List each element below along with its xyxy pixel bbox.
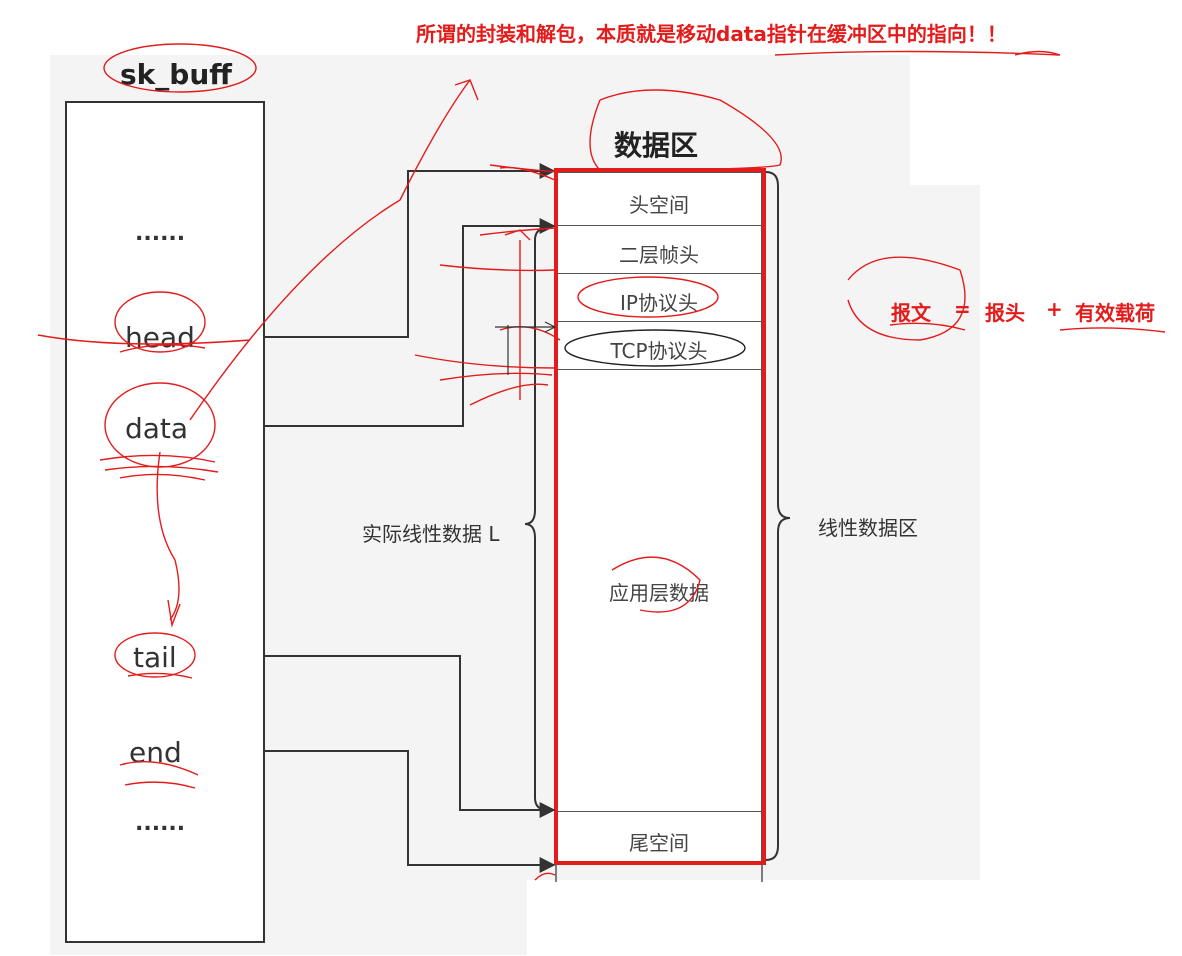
- tail-pointer-arrow: [264, 655, 556, 818]
- formula-plus: +: [1046, 297, 1063, 321]
- formula-packet: 报文: [891, 301, 931, 325]
- formula-payload: 有效载荷: [1075, 301, 1155, 325]
- annotation-note: 所谓的封装和解包，本质就是移动data指针在缓冲区中的指向！！: [416, 22, 1007, 46]
- sk-buff-field-data: data: [125, 412, 189, 445]
- sk-buff-field-ellipsis-top: ......: [135, 221, 186, 246]
- head-pointer-arrow: [264, 163, 556, 338]
- segment-app-data: 应用层数据: [557, 369, 761, 812]
- sk-buff-title: sk_buff: [120, 58, 232, 91]
- handwritten-marks: [37, 43, 1166, 881]
- segment-ip-header: IP协议头: [557, 273, 761, 322]
- bottom-whitespace: [527, 880, 982, 956]
- sk-buff-struct: ...... head data tail end ......: [65, 101, 265, 943]
- data-pointer-arrow: [264, 218, 556, 427]
- segment-tcp-header: TCP协议头: [557, 321, 761, 370]
- handwritten-marks-black: [495, 321, 557, 375]
- formula-header: 报头: [985, 301, 1025, 325]
- segment-l2-header: 二层帧头: [557, 225, 761, 274]
- linear-data-area-label: 线性数据区: [818, 516, 918, 540]
- actual-linear-data-label: 实际线性数据 L: [362, 522, 500, 546]
- sk-buff-field-ellipsis-bottom: ......: [135, 811, 186, 836]
- actual-linear-data-brace: [524, 227, 549, 811]
- data-area-title: 数据区: [614, 129, 699, 162]
- sk-buff-field-end: end: [129, 736, 182, 769]
- segment-headroom: 头空间: [557, 173, 761, 226]
- formula-equals: =: [954, 297, 971, 321]
- diagram-background-right: [770, 185, 980, 885]
- linear-data-area-brace: [765, 171, 791, 861]
- end-pointer-arrow: [264, 750, 556, 873]
- sk-buff-field-tail: tail: [133, 641, 177, 674]
- segment-tailroom: 尾空间: [629, 831, 689, 855]
- data-area-buffer: 头空间 二层帧头 IP协议头 TCP协议头 应用层数据 尾空间: [556, 172, 762, 864]
